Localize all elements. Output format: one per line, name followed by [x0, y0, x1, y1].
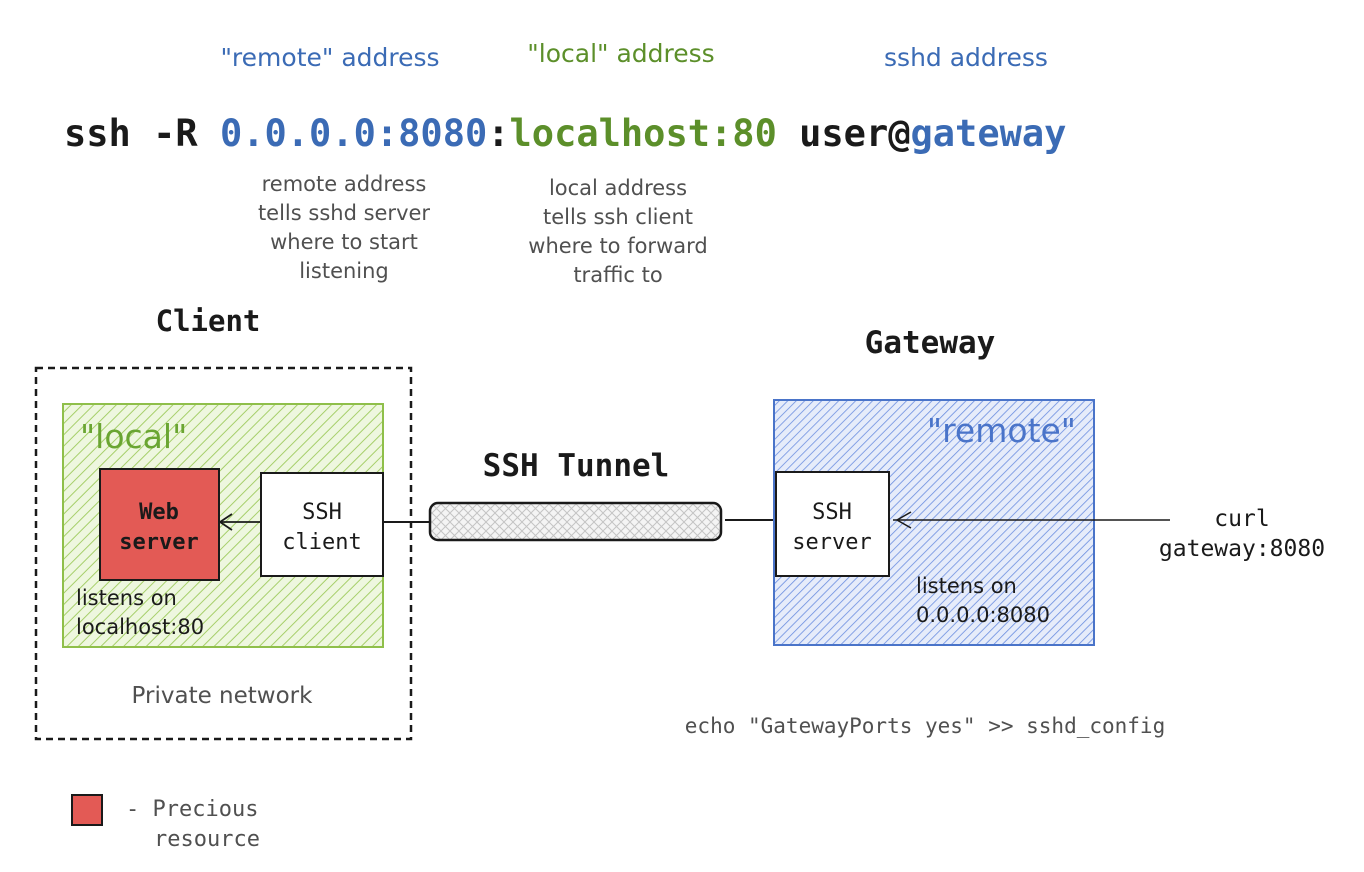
command-separator: : — [487, 112, 509, 155]
command-host: gateway — [911, 112, 1067, 155]
remote-zone-label: "remote" — [927, 411, 1076, 450]
gateway-title: Gateway — [865, 325, 996, 361]
legend-swatch — [71, 794, 103, 826]
ssh-server-box — [775, 471, 890, 577]
curl-command-line2: gateway:8080 — [1159, 536, 1325, 562]
web-server-label-line1: Web — [139, 500, 179, 525]
legend-text-line1: - Precious — [126, 797, 258, 822]
client-title: Client — [156, 304, 261, 338]
ssh-server-label-line2: server — [792, 530, 871, 555]
svg-text:listening: listening — [299, 259, 389, 283]
ssh-server-label-line1: SSH — [812, 500, 852, 525]
sshd-address-annotation: sshd address — [884, 43, 1048, 72]
forward-arrow-head — [218, 513, 233, 531]
svg-text:tells ssh client: tells ssh client — [543, 205, 693, 229]
local-zone-label: "local" — [80, 417, 187, 456]
local-address-note: local address tells ssh client where to … — [528, 176, 707, 287]
local-address-annotation: "local" address — [527, 39, 714, 68]
client-listens-line1: listens on — [76, 586, 177, 610]
ssh-tunnel-pipe — [428, 501, 723, 542]
legend-text-line2: resource — [154, 827, 260, 852]
command-prefix: ssh -R — [64, 112, 220, 155]
curl-arrow-head — [895, 511, 912, 529]
remote-address-note: remote address tells sshd server where t… — [258, 172, 430, 283]
svg-text:where to start: where to start — [270, 230, 418, 254]
command-user: user@ — [777, 112, 911, 155]
gateway-ports-config: echo "GatewayPorts yes" >> sshd_config — [685, 714, 1165, 738]
web-server-box — [99, 468, 220, 581]
svg-text:tells sshd server: tells sshd server — [258, 201, 430, 225]
ssh-client-label-line2: client — [282, 530, 361, 555]
ssh-client-box — [260, 472, 384, 577]
command-local-address: localhost:80 — [510, 112, 777, 155]
ssh-command: ssh -R 0.0.0.0:8080:localhost:80 user@ga… — [64, 112, 1066, 155]
svg-text:local address: local address — [549, 176, 687, 200]
ssh-client-label-line1: SSH — [302, 500, 342, 525]
remote-address-annotation: "remote" address — [220, 43, 439, 72]
gateway-listens-line2: 0.0.0.0:8080 — [916, 603, 1050, 627]
svg-text:traffic to: traffic to — [573, 263, 662, 287]
gateway-listens-line1: listens on — [916, 574, 1017, 598]
client-listens-line2: localhost:80 — [76, 615, 204, 639]
command-remote-address: 0.0.0.0:8080 — [220, 112, 487, 155]
private-network-label: Private network — [132, 683, 314, 709]
curl-command-line1: curl — [1214, 506, 1269, 532]
web-server-label-line2: server — [119, 530, 198, 555]
ssh-tunnel-label: SSH Tunnel — [483, 448, 670, 484]
svg-text:where to forward: where to forward — [528, 234, 707, 258]
svg-text:remote address: remote address — [262, 172, 427, 196]
